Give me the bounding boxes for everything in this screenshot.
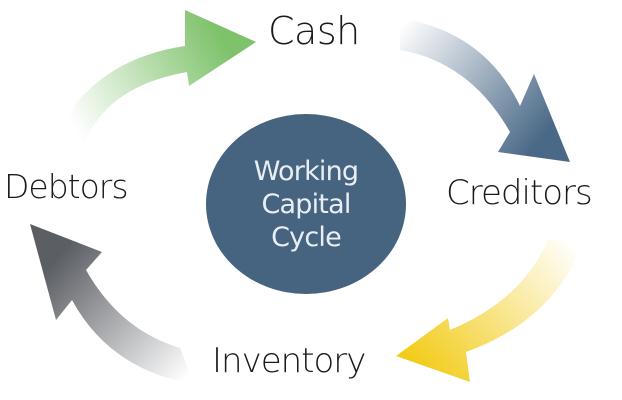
arrow-debtors-to-cash bbox=[52, 10, 256, 142]
center-line-3: Cycle bbox=[271, 221, 342, 253]
node-creditors: Creditors bbox=[446, 173, 593, 213]
node-debtors: Debtors bbox=[4, 167, 129, 206]
arrow-inventory-to-debtors bbox=[30, 224, 194, 384]
center-line-2: Capital bbox=[261, 188, 351, 220]
arrow-cash-to-creditors bbox=[400, 18, 570, 162]
node-cash: Cash bbox=[268, 9, 360, 53]
center-circle: Working Capital Cycle bbox=[206, 114, 406, 294]
node-inventory: Inventory bbox=[212, 341, 366, 381]
center-line-1: Working bbox=[253, 155, 359, 187]
arrow-creditors-to-inventory bbox=[396, 240, 584, 382]
